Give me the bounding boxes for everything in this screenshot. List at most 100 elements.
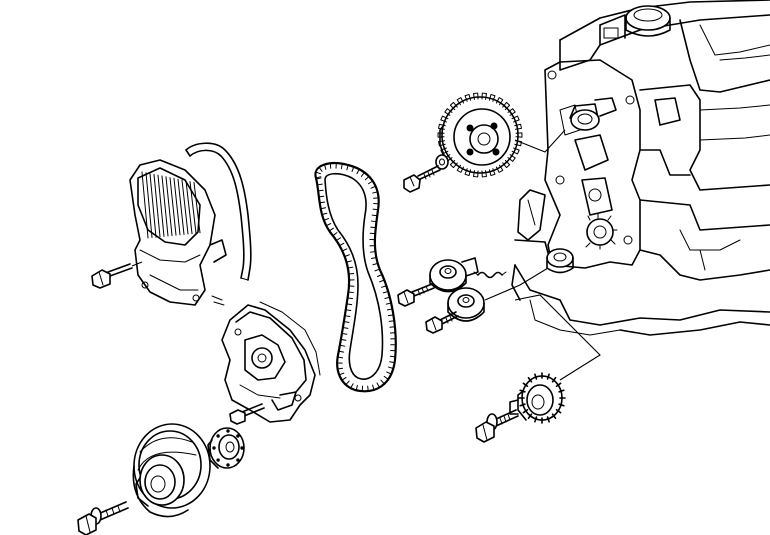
crank-sprocket-tooth bbox=[519, 389, 526, 393]
crank-sprocket-tooth bbox=[546, 373, 550, 380]
belt-tooth bbox=[338, 372, 345, 376]
belt-tooth bbox=[332, 232, 338, 237]
belt-tooth bbox=[323, 164, 327, 170]
belt-tooth bbox=[342, 327, 349, 329]
lower-timing-cover bbox=[221, 301, 321, 423]
idler-bolt bbox=[425, 311, 459, 334]
belt-tooth bbox=[356, 168, 360, 175]
cover-rib bbox=[169, 177, 177, 236]
camshaft-sprocket-washer bbox=[435, 154, 449, 170]
crank-sprocket-tooth bbox=[555, 382, 562, 388]
crank-sprocket-tooth bbox=[546, 416, 550, 423]
cam-sprocket-tooth bbox=[464, 168, 472, 177]
belt-tooth bbox=[347, 297, 354, 300]
engine-block bbox=[511, 0, 770, 336]
idler-pulley bbox=[447, 287, 485, 322]
belt-tooth bbox=[370, 226, 377, 229]
upper-bolt-leader bbox=[131, 261, 143, 267]
belt-tooth bbox=[328, 227, 334, 232]
guide-plate-dot bbox=[226, 463, 230, 467]
belt-tooth bbox=[370, 220, 377, 223]
cam-sprocket-tooth bbox=[495, 97, 504, 106]
cam-sprocket-leader bbox=[514, 129, 566, 153]
belt-tooth bbox=[370, 185, 377, 189]
cam-sprocket-tooth bbox=[511, 115, 520, 123]
belt-tooth bbox=[346, 303, 353, 306]
belt-tooth bbox=[337, 356, 344, 359]
belt-tooth bbox=[341, 248, 348, 252]
crank-sprocket-tooth bbox=[527, 376, 533, 383]
cam-sprocket-tooth bbox=[440, 147, 449, 155]
cam-sprocket-tooth bbox=[444, 108, 453, 116]
crank-sprocket-tooth bbox=[558, 403, 565, 407]
cam-sprocket-tooth bbox=[488, 93, 496, 102]
guide-plate-dot bbox=[212, 446, 216, 450]
belt-tooth bbox=[317, 189, 324, 192]
cam-sprocket-tooth bbox=[502, 160, 511, 169]
cam-sprocket-tooth bbox=[437, 132, 445, 138]
cam-sprocket-tooth bbox=[481, 92, 487, 100]
guide-plate-dot bbox=[216, 434, 220, 438]
cover-rib bbox=[161, 175, 169, 237]
belt-tooth bbox=[368, 180, 374, 185]
cam-sprocket-tooth bbox=[473, 170, 479, 178]
belt-tooth bbox=[346, 260, 352, 263]
guide-plate-dot bbox=[236, 434, 240, 438]
crank-sprocket-tooth bbox=[558, 389, 565, 393]
belt-tooth bbox=[371, 214, 378, 217]
cover-rib bbox=[185, 180, 193, 235]
belt-tooth bbox=[379, 279, 385, 283]
crank-sprocket-tooth bbox=[534, 416, 538, 423]
cam-sprocket-tooth bbox=[515, 132, 523, 138]
belt-tooth bbox=[341, 376, 347, 381]
tensioner-spring bbox=[473, 271, 507, 279]
belt-tooth bbox=[350, 383, 354, 389]
belt-tooth bbox=[340, 338, 347, 341]
belt-tooth bbox=[316, 183, 323, 186]
belt-tooth bbox=[372, 208, 379, 211]
belt-tooth bbox=[318, 166, 323, 172]
belt-tooth bbox=[386, 371, 392, 375]
guide-plate-dot bbox=[226, 429, 230, 433]
cover-rib bbox=[153, 173, 161, 238]
belt-tooth bbox=[389, 361, 396, 364]
belt-tooth bbox=[372, 384, 375, 391]
belt-tooth bbox=[341, 332, 348, 335]
guide-plate-dot bbox=[216, 458, 220, 462]
belt-tooth bbox=[347, 291, 354, 294]
belt-tooth bbox=[338, 350, 345, 353]
crank-sprocket-tooth bbox=[522, 408, 529, 414]
idler-leader bbox=[484, 267, 549, 301]
cam-sprocket-tooth bbox=[507, 108, 516, 116]
belt-tooth bbox=[344, 254, 350, 258]
belt-tooth bbox=[380, 379, 385, 385]
belt-tooth bbox=[372, 191, 379, 194]
belt-tooth bbox=[339, 344, 346, 347]
cover-rib bbox=[141, 171, 149, 239]
belt-tooth bbox=[372, 262, 379, 266]
cover-rib bbox=[149, 173, 157, 238]
cam-sprocket-tooth bbox=[449, 160, 458, 169]
cam-sprocket-tooth bbox=[481, 170, 487, 178]
belt-tooth bbox=[374, 268, 381, 272]
tensioner-bolt bbox=[397, 283, 435, 307]
belt-tooth bbox=[337, 367, 344, 370]
crank-sprocket-tooth bbox=[534, 373, 538, 380]
belt-tooth bbox=[383, 375, 389, 380]
crankshaft-pulley-bolt bbox=[77, 501, 129, 535]
cover-rib bbox=[193, 181, 201, 234]
cover-rib bbox=[177, 178, 185, 235]
crankshaft-pulley bbox=[132, 423, 211, 518]
crankshaft-sprocket-bolt bbox=[475, 409, 519, 443]
cam-sprocket-tooth bbox=[488, 168, 496, 177]
belt-tooth bbox=[315, 177, 322, 180]
camshaft-sprocket-bolt bbox=[403, 165, 441, 193]
tensioner-pulley bbox=[429, 257, 479, 293]
cam-sprocket-tooth bbox=[495, 164, 504, 173]
upper-cover-gasket bbox=[185, 142, 252, 306]
belt-tooth bbox=[388, 366, 394, 370]
belt-tooth bbox=[347, 266, 354, 269]
cover-rib bbox=[181, 179, 189, 235]
belt-tooth bbox=[369, 251, 376, 253]
